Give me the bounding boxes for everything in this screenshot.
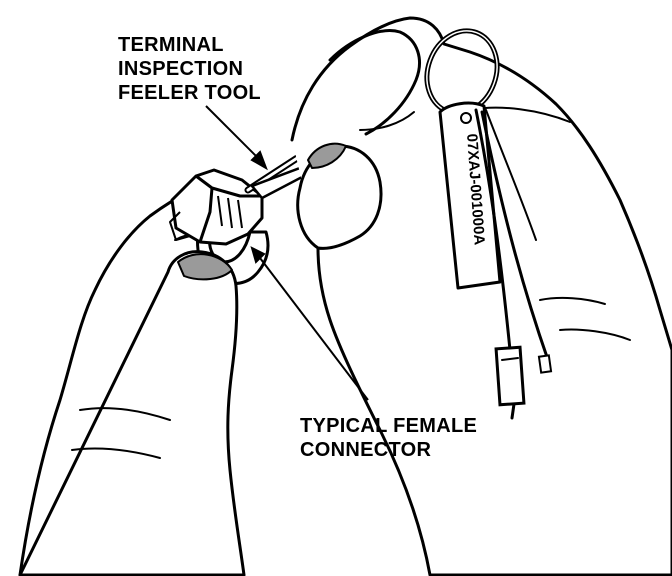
tool-label-line-1: TERMINAL bbox=[118, 34, 224, 56]
left-hand bbox=[18, 188, 270, 576]
connector-leader-line bbox=[259, 257, 369, 401]
tool-leader-arrow bbox=[250, 150, 268, 171]
connector-label: TYPICAL FEMALE CONNECTOR bbox=[300, 414, 477, 462]
right-hand bbox=[290, 16, 672, 576]
tool-label-line-3: FEELER TOOL bbox=[118, 82, 261, 104]
tool-label: TERMINAL INSPECTION FEELER TOOL bbox=[118, 33, 261, 105]
tool-label-line-2: INSPECTION bbox=[118, 58, 244, 80]
female-connector bbox=[169, 168, 264, 246]
connector-leader-arrow bbox=[250, 246, 266, 264]
leader-lines bbox=[205, 105, 369, 401]
tool-leader-line bbox=[205, 105, 259, 159]
connector-label-line-2: CONNECTOR bbox=[300, 439, 432, 461]
connector-label-line-1: TYPICAL FEMALE bbox=[300, 415, 478, 437]
tool-tag: 07XAJ-001000A bbox=[438, 101, 502, 290]
probe-wires bbox=[474, 108, 553, 420]
